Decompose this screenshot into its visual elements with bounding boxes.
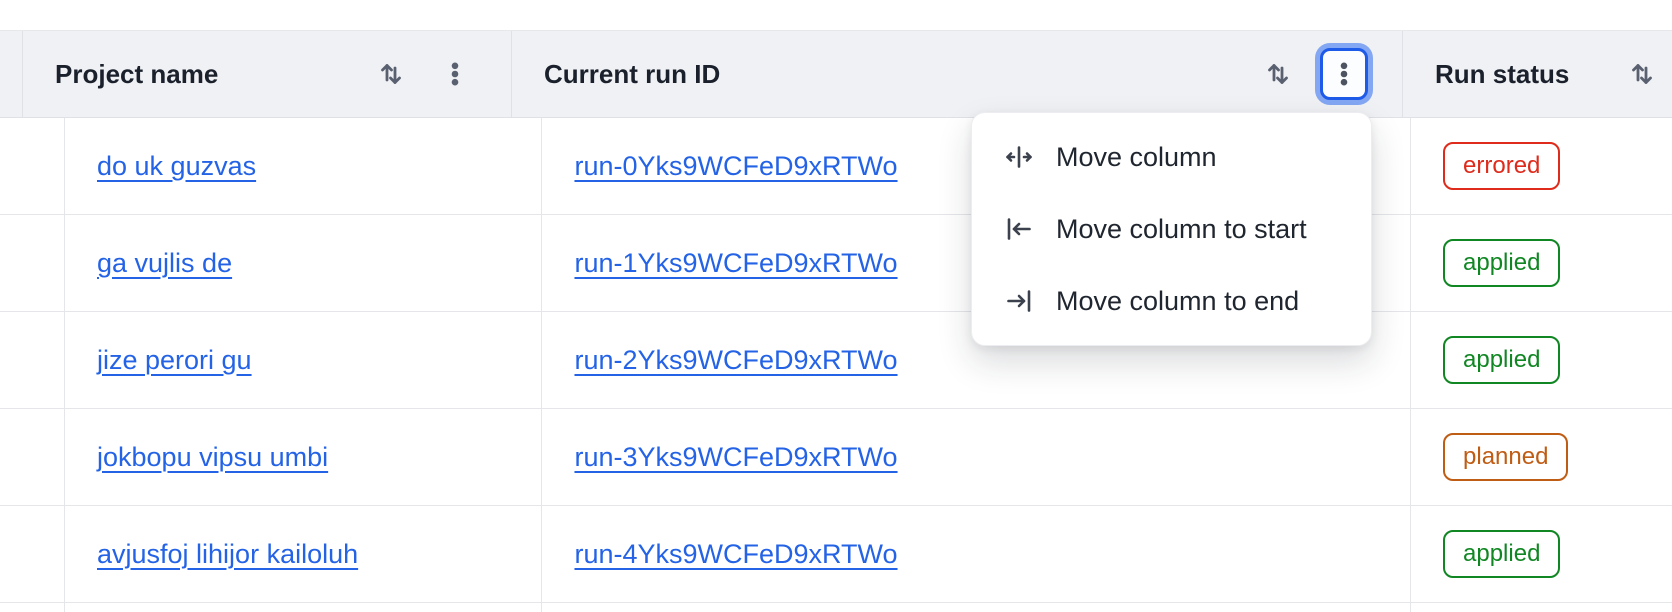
gutter-cell bbox=[0, 312, 65, 408]
gutter-cell bbox=[0, 215, 65, 311]
table-row: jize perori gu run-2Yks9WCFeD9xRTWo appl… bbox=[0, 312, 1672, 409]
project-link[interactable]: jokbopu vipsu umbi bbox=[97, 441, 329, 472]
sort-button-run-status[interactable] bbox=[1620, 50, 1664, 98]
sort-arrows-icon bbox=[376, 59, 406, 89]
project-name-cell: jize perori gu bbox=[65, 312, 543, 408]
sort-button-project-name[interactable] bbox=[369, 50, 413, 98]
status-badge: applied bbox=[1443, 530, 1561, 578]
kebab-icon bbox=[440, 59, 470, 89]
run-status-cell: errored bbox=[1411, 118, 1672, 214]
column-menu-dropdown: Move column Move column to start Move co… bbox=[971, 112, 1372, 346]
run-id-link[interactable]: run-4Yks9WCFeD9xRTWo bbox=[574, 538, 898, 569]
table-row: do uk guzvas run-0Yks9WCFeD9xRTWo errore… bbox=[0, 118, 1672, 215]
table-row: avjusfoj lihijor kailoluh run-4Yks9WCFeD… bbox=[0, 506, 1672, 603]
table-row: ga vujlis de run-1Yks9WCFeD9xRTWo applie… bbox=[0, 215, 1672, 312]
sort-arrows-icon bbox=[1627, 59, 1657, 89]
run-status-cell: planned bbox=[1411, 409, 1672, 505]
run-id-cell: run-2Yks9WCFeD9xRTWo bbox=[542, 312, 1412, 408]
project-link[interactable]: jize perori gu bbox=[97, 344, 252, 375]
run-status-cell bbox=[1411, 603, 1672, 612]
column-menu-button-project-name[interactable] bbox=[433, 50, 477, 98]
column-header-current-run-id: Current run ID bbox=[512, 31, 1403, 117]
move-column-to-end-icon bbox=[1004, 286, 1034, 316]
column-label-run-status: Run status bbox=[1435, 58, 1570, 89]
run-id-link[interactable]: run-3Yks9WCFeD9xRTWo bbox=[574, 441, 898, 472]
status-badge: applied bbox=[1443, 239, 1561, 287]
column-label-project-name: Project name bbox=[55, 58, 219, 89]
column-menu-button-current-run-id[interactable] bbox=[1320, 48, 1368, 100]
run-id-cell: run-4Yks9WCFeD9xRTWo bbox=[542, 506, 1412, 602]
run-id-link[interactable]: run-0Yks9WCFeD9xRTWo bbox=[574, 150, 898, 181]
table-row: jokbopu vipsu umbi run-3Yks9WCFeD9xRTWo … bbox=[0, 409, 1672, 506]
project-name-cell: do uk guzvas bbox=[65, 118, 543, 214]
project-link[interactable]: ga vujlis de bbox=[97, 247, 233, 278]
sort-arrows-icon bbox=[1263, 59, 1293, 89]
run-status-cell: applied bbox=[1411, 312, 1672, 408]
sort-button-current-run-id[interactable] bbox=[1256, 50, 1300, 98]
run-id-link[interactable]: run-1Yks9WCFeD9xRTWo bbox=[574, 247, 898, 278]
move-column-icon bbox=[1004, 142, 1034, 172]
project-link[interactable]: avjusfoj lihijor kailoluh bbox=[97, 538, 359, 569]
run-id-cell: run-3Yks9WCFeD9xRTWo bbox=[542, 409, 1412, 505]
table-header-row: Project name bbox=[0, 30, 1672, 118]
menu-item-label: Move column bbox=[1056, 141, 1217, 172]
project-name-cell bbox=[65, 603, 543, 612]
project-link[interactable]: do uk guzvas bbox=[97, 150, 257, 181]
projects-table: Project name bbox=[0, 30, 1672, 612]
menu-item-label: Move column to start bbox=[1056, 213, 1307, 244]
column-header-project-name: Project name bbox=[23, 31, 512, 117]
status-badge: errored bbox=[1443, 142, 1561, 190]
project-name-cell: avjusfoj lihijor kailoluh bbox=[65, 506, 543, 602]
run-status-cell: applied bbox=[1411, 215, 1672, 311]
menu-item-move-column[interactable]: Move column bbox=[972, 121, 1371, 193]
menu-item-move-column-to-end[interactable]: Move column to end bbox=[972, 265, 1371, 337]
gutter-cell bbox=[0, 506, 65, 602]
gutter-cell bbox=[0, 603, 65, 612]
table-row-partial bbox=[0, 603, 1672, 612]
column-header-run-status: Run status bbox=[1403, 31, 1672, 117]
column-label-current-run-id: Current run ID bbox=[544, 58, 721, 89]
gutter-cell bbox=[0, 118, 65, 214]
run-status-cell: applied bbox=[1411, 506, 1672, 602]
gutter-cell bbox=[0, 409, 65, 505]
status-badge: applied bbox=[1443, 336, 1561, 384]
menu-item-move-column-to-start[interactable]: Move column to start bbox=[972, 193, 1371, 265]
project-name-cell: jokbopu vipsu umbi bbox=[65, 409, 543, 505]
run-id-cell bbox=[542, 603, 1412, 612]
run-id-link[interactable]: run-2Yks9WCFeD9xRTWo bbox=[574, 344, 898, 375]
gutter-header-cell bbox=[0, 31, 23, 117]
run-id-cell: run-0Yks9WCFeD9xRTWo bbox=[542, 118, 1412, 214]
project-name-cell: ga vujlis de bbox=[65, 215, 543, 311]
kebab-icon bbox=[1329, 59, 1359, 89]
status-badge: planned bbox=[1443, 433, 1569, 481]
menu-item-label: Move column to end bbox=[1056, 285, 1300, 316]
run-id-cell: run-1Yks9WCFeD9xRTWo bbox=[542, 215, 1412, 311]
move-column-to-start-icon bbox=[1004, 214, 1034, 244]
